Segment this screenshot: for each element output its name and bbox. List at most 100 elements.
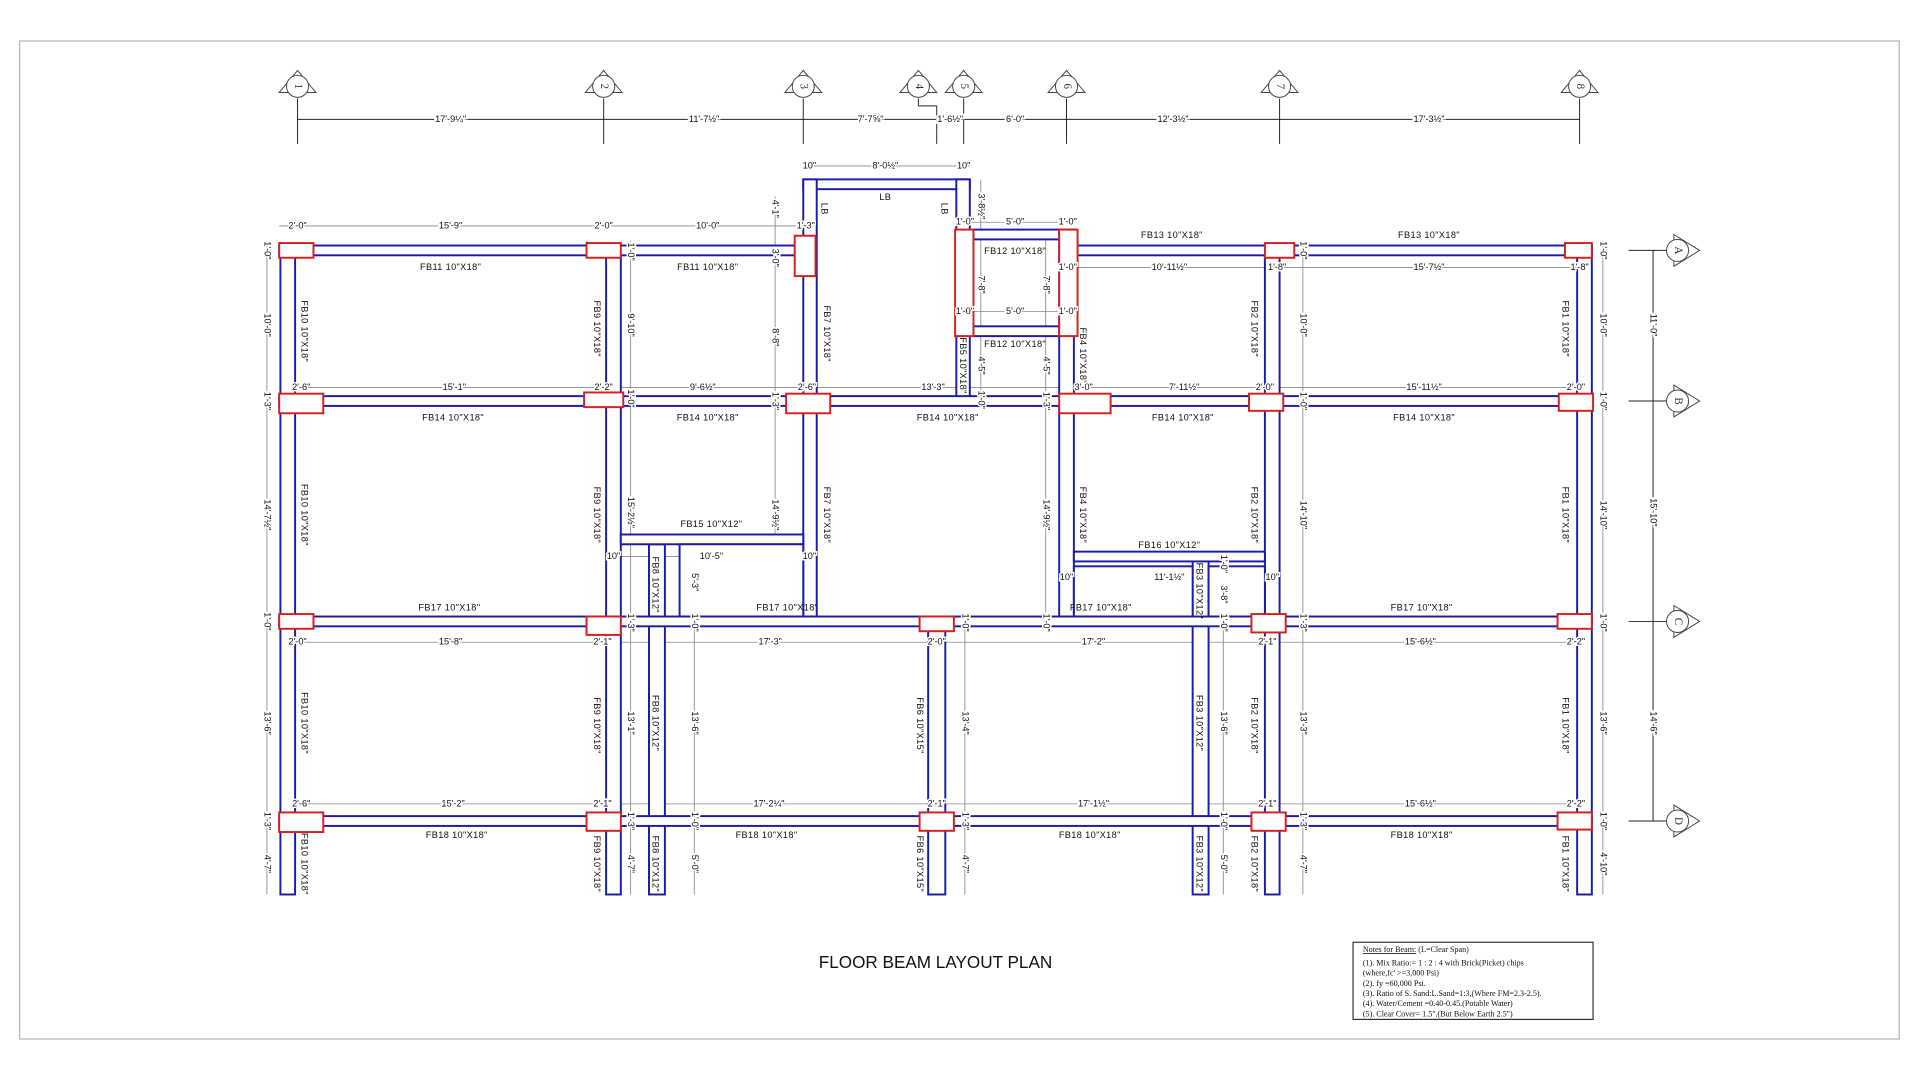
dimension-label: 10'-11½" (1152, 262, 1187, 272)
column (1058, 392, 1112, 415)
dimension-label: 10" (803, 160, 816, 170)
dimension-label: 2'-6" (292, 382, 310, 392)
dimension-label: 13'-4" (960, 711, 970, 734)
dimension-label: 1'-3" (626, 812, 636, 830)
beam-label: FB18 10"X18" (426, 830, 488, 840)
grid-bubble-d: D (1628, 804, 1701, 838)
column (954, 228, 975, 338)
dimension-label: 1'-0" (1598, 241, 1608, 259)
beam-label: FB6 10"X15" (915, 697, 925, 753)
beam-label: FB14 10"X18" (917, 413, 979, 423)
grid-bubble-8: 8 (1560, 69, 1600, 144)
beam-label: FB1 10"X18" (1560, 301, 1570, 357)
grid-spacing-label: 12'-3½" (1158, 114, 1189, 124)
note-line: (where,fc' >=3,000 Psi) (1363, 969, 1439, 978)
dimension-label: 1'-3" (1298, 614, 1308, 632)
beam (972, 325, 1061, 338)
dimension-label: 13'-3" (921, 382, 944, 392)
column (1563, 242, 1593, 259)
beam (1207, 565, 1266, 618)
dimension-label: 4'-7" (1298, 855, 1308, 873)
dimension-label: 1'-0" (1598, 392, 1608, 410)
beam-label: FB17 10"X18" (756, 602, 818, 612)
dimension-label: 5'-0" (1219, 855, 1229, 873)
note-line: (3). Ratio of S. Sand:L.Sand=1:3,(Where … (1363, 989, 1542, 998)
beam-label: FB3 10"X12" (1194, 836, 1204, 892)
beam-label: FB4 10"X18" (1078, 487, 1088, 543)
dimension-label: 1'-0" (626, 389, 636, 407)
dimension-label: 1'-3" (1041, 392, 1051, 410)
beam (1075, 244, 1593, 257)
column (585, 615, 622, 636)
dimension-label: 1'-0" (1041, 614, 1051, 632)
beam-label: FB14 10"X18" (1152, 413, 1214, 423)
dimension-label: 9'-10" (626, 313, 636, 336)
grid-bubble-a: A (1628, 233, 1701, 268)
dimension-label: 3'-8½" (976, 193, 986, 219)
column (585, 811, 622, 832)
dimension-label: 1'-3" (263, 812, 273, 830)
dimension-label: 15'-7½" (1413, 262, 1444, 272)
dimension-label: 4'-7" (960, 855, 970, 873)
dimension-label: 1'-3" (626, 614, 636, 632)
dimension-label: 17'-3" (759, 637, 782, 647)
beam-label: FB9 10"X18" (592, 487, 602, 543)
beam-label: FB6 10"X15" (915, 836, 925, 892)
beam-label: FB1 10"X18" (1560, 487, 1570, 543)
dimension-label: 2'-0" (288, 637, 306, 647)
beam-label: FB2 10"X18" (1249, 301, 1259, 357)
drawing-title: FLOOR BEAM LAYOUT PLAN (819, 952, 1052, 972)
dimension-label: 2'-1" (1258, 637, 1276, 647)
beam-label: FB7 10"X18" (822, 487, 832, 543)
beam-label: FB11 10"X18" (420, 262, 481, 272)
grid-spacing-label: 17'-9¼" (435, 114, 466, 124)
dimension-label: 13'-6" (1219, 711, 1229, 734)
column (1248, 392, 1285, 412)
column (918, 811, 955, 832)
dimension-label: 1'-3" (771, 392, 781, 410)
dimension-label: 17'-2¼" (753, 798, 784, 808)
dimension-label: 17'-1½" (1078, 798, 1109, 808)
dimension-label: 7'-8" (976, 276, 986, 294)
beam-label: LB (940, 203, 950, 215)
dimension-label: 5'-0" (1006, 306, 1024, 316)
dimension-label: 2'-1" (928, 798, 946, 808)
beam-label: FB8 10"X12" (651, 556, 661, 612)
dimension-label: 8'-8" (771, 328, 781, 346)
grid-column-label: 6 (1061, 84, 1073, 90)
dimension-label: 1'-3" (263, 392, 273, 410)
dimension-label: 1'-0" (1059, 217, 1077, 227)
beam-label: FB5 10"X18" (958, 337, 968, 393)
grid-bubble-7: 7 (1260, 69, 1300, 144)
grid-spacing-label: 17'-3½" (1413, 114, 1444, 124)
dimension-label: 15'-11½" (1406, 382, 1441, 392)
dimension-label: 4'-5" (976, 356, 986, 374)
grid-column-label: 4 (913, 84, 925, 90)
dimension-label: 1'-3" (797, 220, 815, 230)
dimension-label: 1'-0" (1298, 392, 1308, 410)
dimension-label: 14'-7½" (263, 499, 273, 530)
grid-bubble-c: C (1628, 604, 1701, 639)
dimension-label: 1'-0" (690, 614, 700, 632)
dimension-label: 2'-1" (1258, 798, 1276, 808)
grid-bubble-2: 2 (584, 69, 624, 144)
beam (1072, 550, 1266, 563)
beam-label: FB3 10"X12" (1194, 563, 1204, 619)
dimension-label: 2'-2" (1567, 798, 1585, 808)
dimension-label: 1'-0" (1598, 812, 1608, 830)
dimension-label: 2'-1" (593, 798, 611, 808)
grid-column-label: 7 (1274, 84, 1286, 90)
dimension-label: 1'-0" (1219, 555, 1229, 573)
beam (279, 244, 297, 896)
dimension-label: 1'-0" (960, 614, 970, 632)
column (1250, 811, 1287, 832)
dimension-label: 2'-0" (1567, 382, 1585, 392)
column (278, 811, 325, 834)
beam-label: FB17 10"X18" (418, 602, 480, 612)
dimension-label: 10'-0" (263, 313, 273, 336)
dimension-label: 2'-6" (292, 798, 310, 808)
dimension-label: 1'-0" (263, 241, 273, 259)
dimension-label: 8'-0½" (872, 160, 898, 170)
column (1556, 613, 1593, 630)
